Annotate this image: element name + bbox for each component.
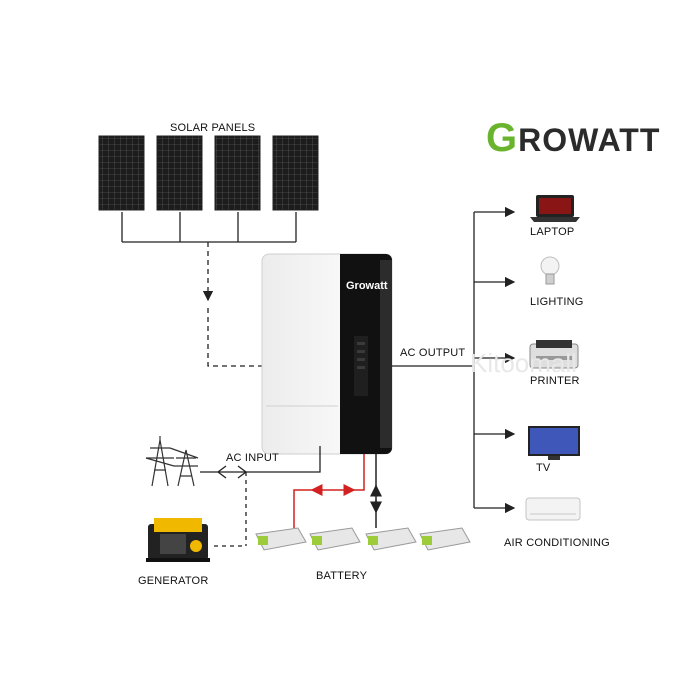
load-label-laptop: LAPTOP [530,226,575,238]
solar-panel [98,135,145,211]
ac-input-label: AC INPUT [226,452,279,464]
solar-panel [214,135,261,211]
air-conditioner-icon [525,497,581,521]
ac-input-wiring [200,446,321,547]
solar-panel [156,135,203,211]
load-label-printer: PRINTER [530,375,580,387]
solar-panel [272,135,319,211]
ac-output-wiring [392,206,516,514]
inverter: Growatt [261,253,393,455]
watermark: Kitoomall [470,348,577,378]
ac-output-label: AC OUTPUT [400,347,466,359]
generator-label: GENERATOR [138,575,209,587]
battery-unit [419,527,471,551]
power-tower-icon [145,436,199,487]
panel-wiring [121,212,297,367]
load-label-tv: TV [536,462,551,474]
load-label-lighting: LIGHTING [530,296,584,308]
solar-panels [98,135,319,211]
battery-unit [309,527,361,551]
load-label-air-conditioning: AIR CONDITIONING [504,537,610,549]
laptop-icon [530,195,580,222]
tv-icon [528,426,580,460]
growatt-logo: GROWATT [486,116,661,160]
battery-label: BATTERY [316,570,368,582]
inverter-logo: Growatt [346,280,388,292]
light-bulb-icon [540,256,560,285]
battery-bank [255,527,471,551]
battery-wiring [293,454,382,528]
battery-unit [255,527,307,551]
battery-unit [365,527,417,551]
solar-panels-label: SOLAR PANELS [170,122,256,134]
printer-icon [529,340,579,369]
generator-icon [146,518,210,562]
